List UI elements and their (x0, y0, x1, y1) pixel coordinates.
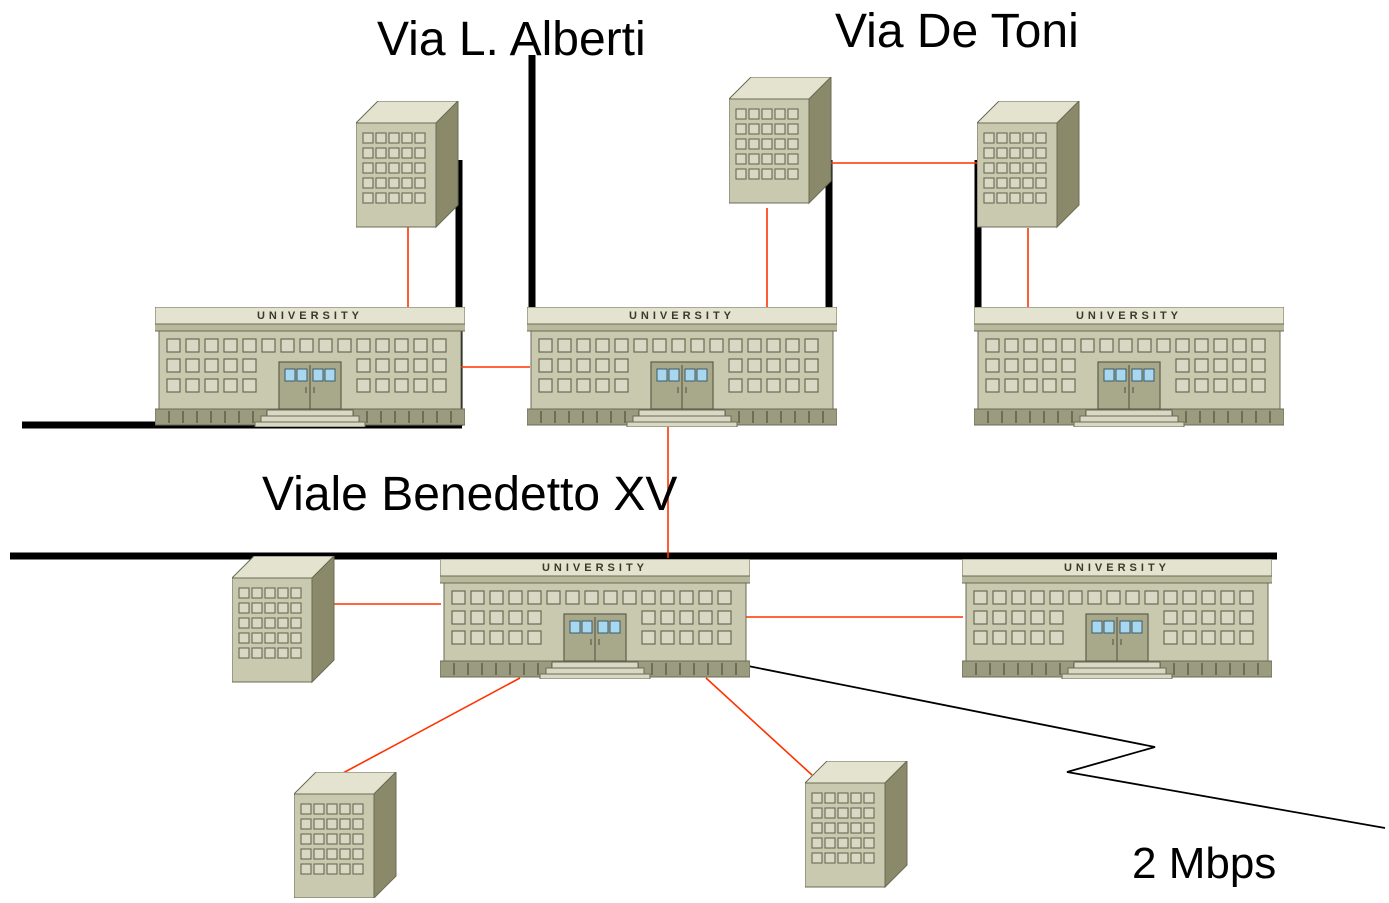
street-label-viale-benedetto: Viale Benedetto XV (262, 468, 678, 521)
lan-link (342, 677, 521, 774)
office-tower-icon (294, 772, 396, 898)
office-tower-icon (356, 101, 458, 227)
university-building-icon: UNIVERSITY (968, 307, 1290, 427)
university-sign: UNIVERSITY (257, 310, 363, 322)
street-label-via-de-toni: Via De Toni (835, 5, 1079, 58)
university-buildings: UNIVERSITY UNIVERSITY UNIVERSITY UNIVERS… (149, 307, 1290, 679)
university-building-icon: UNIVERSITY (434, 559, 756, 679)
office-tower-icon (729, 77, 831, 203)
university-building-icon: UNIVERSITY (956, 559, 1278, 679)
wan-bandwidth-label: 2 Mbps (1132, 839, 1277, 888)
office-tower-icon (805, 761, 907, 887)
university-sign: UNIVERSITY (1064, 562, 1170, 574)
wan-link-2mbps (742, 664, 1386, 829)
university-building-icon: UNIVERSITY (149, 307, 471, 427)
university-building-icon: UNIVERSITY (521, 307, 843, 427)
university-sign: UNIVERSITY (542, 562, 648, 574)
office-tower-icon (977, 101, 1079, 227)
office-tower-icon (232, 556, 334, 682)
lan-link (705, 677, 813, 776)
lan-links (332, 162, 1029, 776)
street-label-via-alberti: Via L. Alberti (377, 13, 646, 66)
university-sign: UNIVERSITY (629, 310, 735, 322)
university-sign: UNIVERSITY (1076, 310, 1182, 322)
